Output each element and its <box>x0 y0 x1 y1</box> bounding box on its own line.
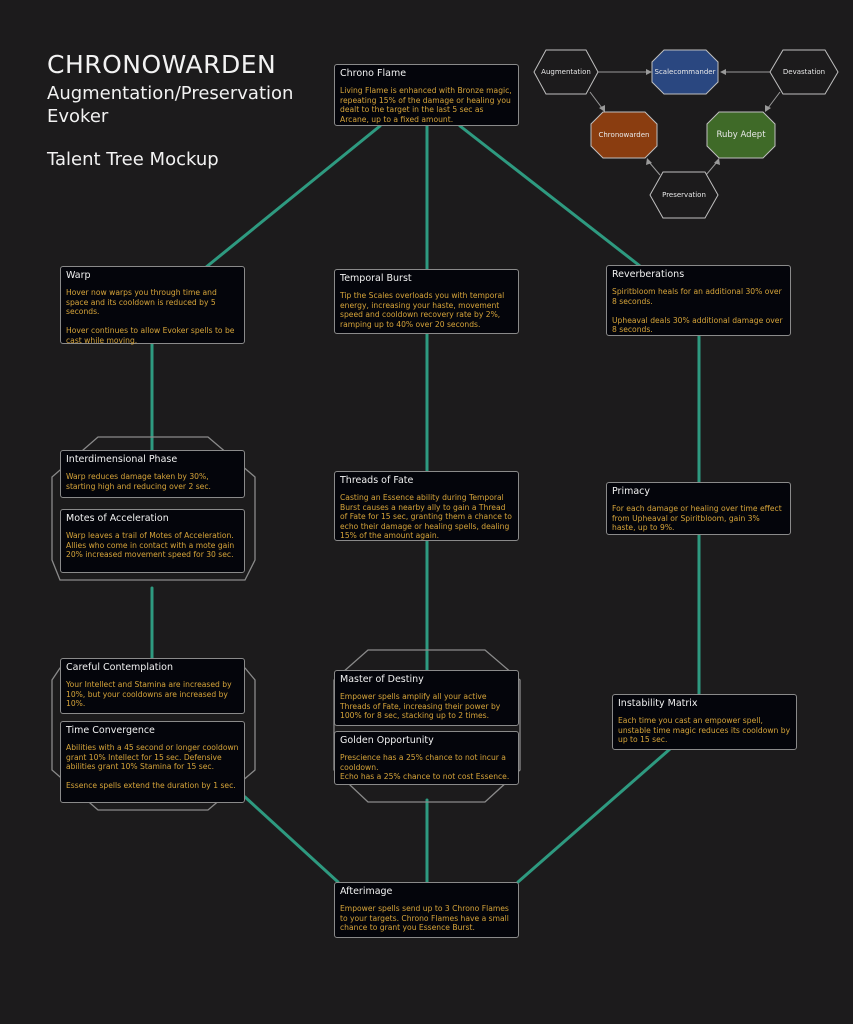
talent-description: Warp leaves a trail of Motes of Accelera… <box>66 531 235 560</box>
talent-threads-of-fate[interactable]: Threads of Fate Casting an Essence abili… <box>334 471 519 541</box>
spec-chronowarden: Chronowarden <box>590 111 658 159</box>
spec-augmentation-label: Augmentation <box>541 68 591 76</box>
talent-description: Warp reduces damage taken by 30%, starti… <box>66 472 211 491</box>
talent-description: Prescience has a 25% chance to not incur… <box>340 753 510 782</box>
spec-preservation: Preservation <box>649 171 719 219</box>
page-title: CHRONOWARDEN <box>47 50 277 79</box>
talent-description: Each time you cast an empower spell, uns… <box>618 716 791 745</box>
title-block: CHRONOWARDEN Augmentation/Preservation E… <box>47 50 317 128</box>
link-chrono-flame-warp <box>203 124 382 270</box>
talent-description: Hover now warps you through time and spa… <box>66 288 235 345</box>
map-arrow-dev-ruby <box>767 91 781 109</box>
talent-name: Motes of Acceleration <box>66 513 169 524</box>
talent-description: Tip the Scales overloads you with tempor… <box>340 291 505 329</box>
talent-temporal-burst[interactable]: Temporal Burst Tip the Scales overloads … <box>334 269 519 334</box>
spec-chronowarden-label: Chronowarden <box>598 131 650 139</box>
talent-name: Chrono Flame <box>340 68 407 79</box>
spec-ruby-adept: Ruby Adept <box>706 111 776 159</box>
talent-primacy[interactable]: Primacy For each damage or healing over … <box>606 482 791 535</box>
talent-warp[interactable]: Warp Hover now warps you through time an… <box>60 266 245 345</box>
talent-name: Instability Matrix <box>618 698 698 709</box>
talent-description: Spiritbloom heals for an additional 30% … <box>612 287 783 335</box>
talent-name: Threads of Fate <box>340 475 414 486</box>
talent-name: Golden Opportunity <box>340 735 434 746</box>
talent-description: Empower spells send up to 3 Chrono Flame… <box>340 904 509 933</box>
map-arrow-pres-ruby <box>705 161 718 176</box>
talent-name: Reverberations <box>612 269 685 280</box>
talent-name: Temporal Burst <box>340 273 412 284</box>
talent-golden-opportunity[interactable]: Golden Opportunity Prescience has a 25% … <box>334 731 519 785</box>
talent-name: Interdimensional Phase <box>66 454 178 465</box>
talent-description: For each damage or healing over time eff… <box>612 504 782 533</box>
talent-careful-contemplation[interactable]: Careful Contemplation Your Intellect and… <box>60 658 245 714</box>
talent-name: Afterimage <box>340 886 393 897</box>
spec-augmentation: Augmentation <box>533 49 599 95</box>
link-instability-afterimage <box>516 747 672 884</box>
talent-name: Time Convergence <box>66 725 155 736</box>
talent-master-of-destiny[interactable]: Master of Destiny Empower spells amplify… <box>334 670 519 726</box>
page-subtitle: Augmentation/Preservation Evoker <box>47 83 294 127</box>
talent-description: Abilities with a 45 second or longer coo… <box>66 743 239 791</box>
talent-time-convergence[interactable]: Time Convergence Abilities with a 45 sec… <box>60 721 245 803</box>
spec-ruby-adept-label: Ruby Adept <box>716 130 766 140</box>
link-chrono-flame-reverberations <box>458 124 642 268</box>
talent-reverberations[interactable]: Reverberations Spiritbloom heals for an … <box>606 265 791 336</box>
talent-afterimage[interactable]: Afterimage Empower spells send up to 3 C… <box>334 882 519 938</box>
talent-chrono-flame[interactable]: Chrono Flame Living Flame is enhanced wi… <box>334 64 519 126</box>
talent-interdimensional-phase[interactable]: Interdimensional Phase Warp reduces dama… <box>60 450 245 498</box>
spec-preservation-label: Preservation <box>662 191 706 199</box>
spec-devastation-label: Devastation <box>782 68 826 76</box>
talent-name: Primacy <box>612 486 651 497</box>
spec-devastation: Devastation <box>769 49 839 95</box>
talent-name: Warp <box>66 270 91 281</box>
map-arrow-aug-chrono <box>589 91 603 109</box>
talent-instability-matrix[interactable]: Instability Matrix Each time you cast an… <box>612 694 797 750</box>
spec-scalecommander-label: Scalecommander <box>654 68 716 76</box>
talent-description: Casting an Essence ability during Tempor… <box>340 493 512 541</box>
mockup-label: Talent Tree Mockup <box>47 149 219 170</box>
talent-name: Master of Destiny <box>340 674 424 685</box>
talent-motes-of-acceleration[interactable]: Motes of Acceleration Warp leaves a trai… <box>60 509 245 573</box>
talent-name: Careful Contemplation <box>66 662 174 673</box>
spec-scalecommander: Scalecommander <box>651 49 719 95</box>
link-time-convergence-afterimage <box>243 795 340 884</box>
talent-description: Your Intellect and Stamina are increased… <box>66 680 232 709</box>
map-arrow-pres-chrono <box>648 161 661 176</box>
talent-description: Empower spells amplify all your active T… <box>340 692 501 721</box>
talent-description: Living Flame is enhanced with Bronze mag… <box>340 86 512 124</box>
